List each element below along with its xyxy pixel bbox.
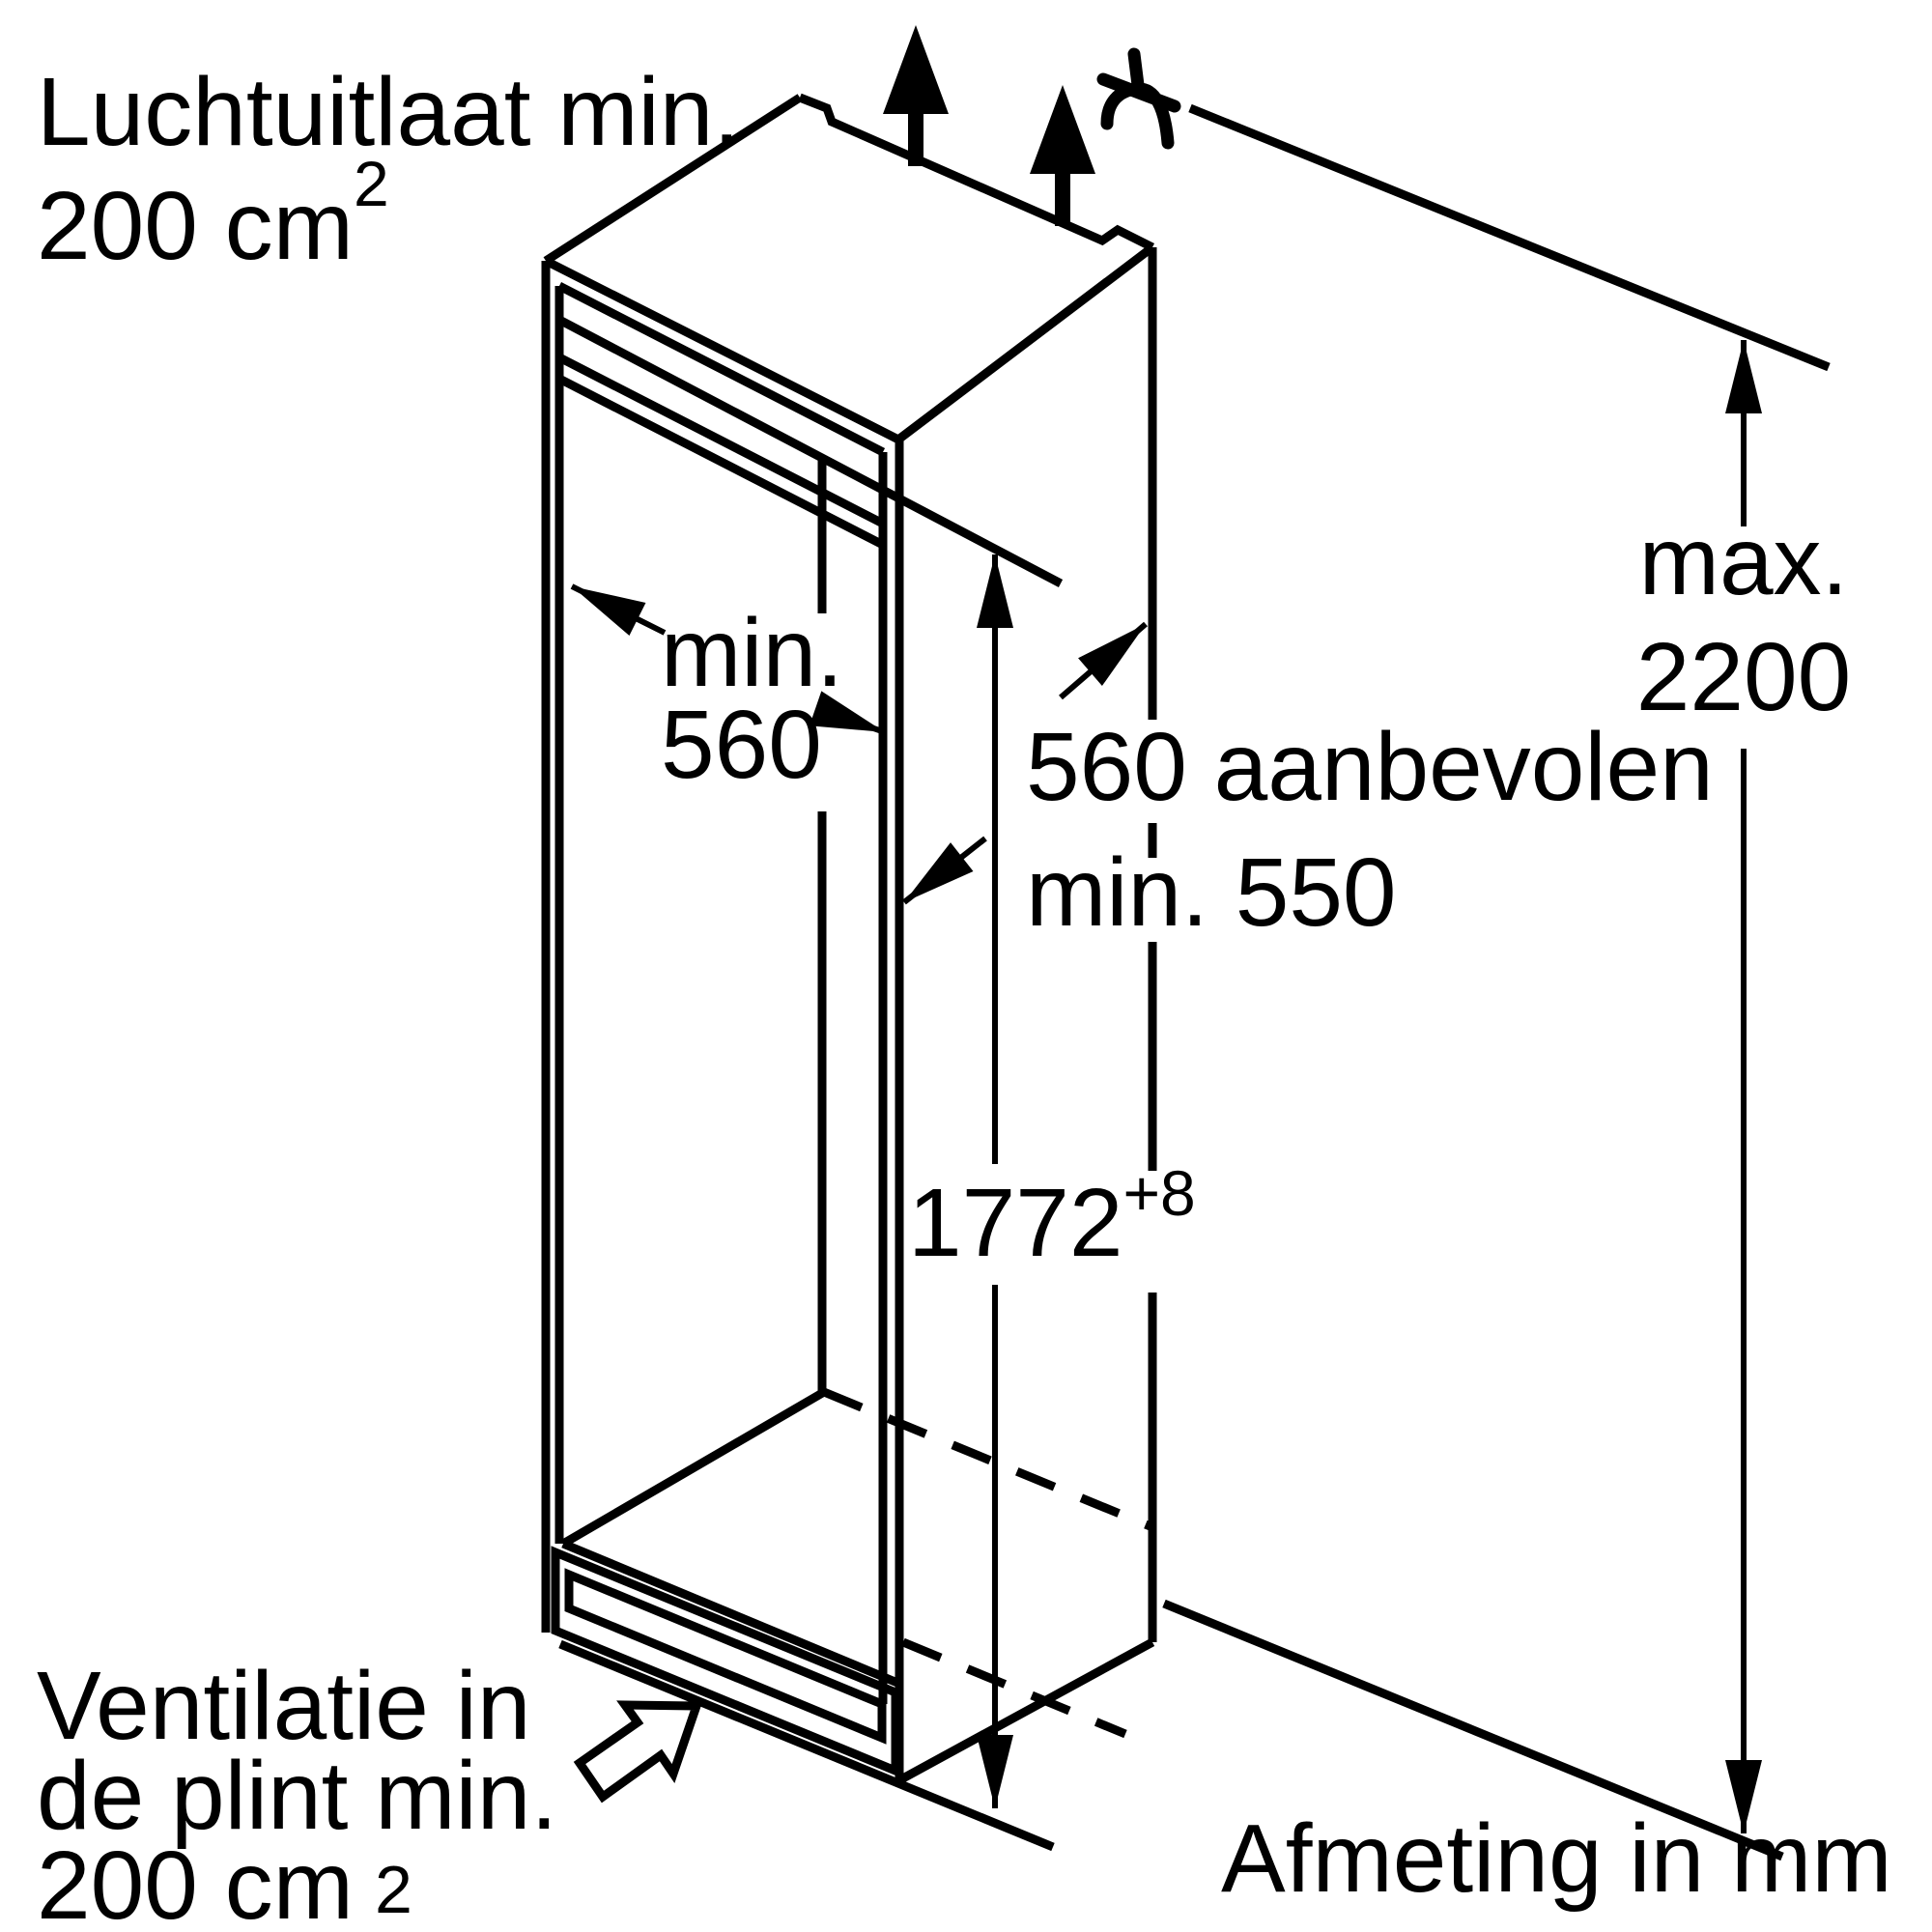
niche-width-arrow-right	[809, 691, 886, 735]
niche-width-value: 560	[661, 691, 822, 799]
niche-depth-arrow-back	[1059, 621, 1148, 700]
power-cord-icon	[1096, 47, 1181, 150]
plinth-vent-label-line1: Ventilatie in	[37, 1652, 530, 1760]
plinth-vent-label-line2: de plint min.	[37, 1742, 557, 1850]
niche-height-value: 1772+8	[908, 1157, 1196, 1277]
dimension-niche-height: 1772+8	[908, 554, 1196, 1808]
top-face-left-edge	[543, 94, 803, 265]
niche-depth-arrow-front	[902, 836, 987, 905]
air-up-arrow-icon	[1030, 85, 1095, 226]
hidden-floor-back-edge	[822, 1387, 1154, 1532]
air-outlet-label-line1: Luchtuitlaat min.	[37, 58, 740, 166]
top-face-front-edge	[543, 256, 901, 444]
niche-width-prefix: min.	[661, 599, 843, 707]
floor-reference-line	[1162, 1599, 1784, 1861]
niche-width-arrow-left	[570, 583, 667, 636]
units-note: Afmeting in mm	[1221, 1804, 1892, 1913]
dimension-niche-depth: 560 aanbevolen min. 550	[902, 621, 1714, 947]
niche-depth-minimum: min. 550	[1026, 838, 1397, 947]
plinth-frame-outer	[551, 1546, 900, 1777]
power-cord-stub	[1127, 47, 1145, 92]
front-rail-bottom-edge	[556, 374, 886, 550]
hidden-plinth-back-edge	[901, 1637, 1127, 1739]
floor-front-edge	[561, 1539, 899, 1688]
dimension-niche-width: min. 560	[570, 583, 886, 799]
airflow-arrows	[883, 25, 1095, 226]
hidden-edges	[822, 1387, 1154, 1739]
air-outlet-label-line2: 200 cm2	[37, 148, 389, 280]
reference-lines	[1162, 103, 1831, 1861]
floor-left-edge	[560, 1388, 827, 1548]
top-panel-underline	[556, 281, 886, 457]
plinth-bottom-edge-extended	[558, 1639, 1055, 1852]
niche-depth-recommended: 560 aanbevolen	[1026, 713, 1714, 821]
plinth-airflow-arrow-icon	[573, 1700, 703, 1804]
top-face-right-edge	[895, 243, 1155, 443]
dimension-max-height: max. 2200	[1636, 340, 1851, 1833]
power-cord-left-hook	[1100, 82, 1143, 130]
right-panel-bottom-edge	[896, 1638, 1155, 1784]
max-height-value: 2200	[1636, 623, 1851, 731]
power-cord-right-curve	[1129, 82, 1175, 150]
ceiling-reference-line	[1188, 103, 1831, 372]
front-rail-top-edge	[556, 353, 886, 528]
air-up-arrow-icon	[883, 25, 949, 166]
air-outlet-label: Luchtuitlaat min. 200 cm2	[37, 58, 740, 280]
max-height-prefix: max.	[1639, 507, 1849, 615]
plinth-frame-inner	[564, 1568, 887, 1745]
top-face-back-edge-notched	[798, 93, 1155, 252]
interior-top-edge-extended	[556, 316, 1064, 587]
niche-cabinet-outline	[541, 93, 1157, 1852]
